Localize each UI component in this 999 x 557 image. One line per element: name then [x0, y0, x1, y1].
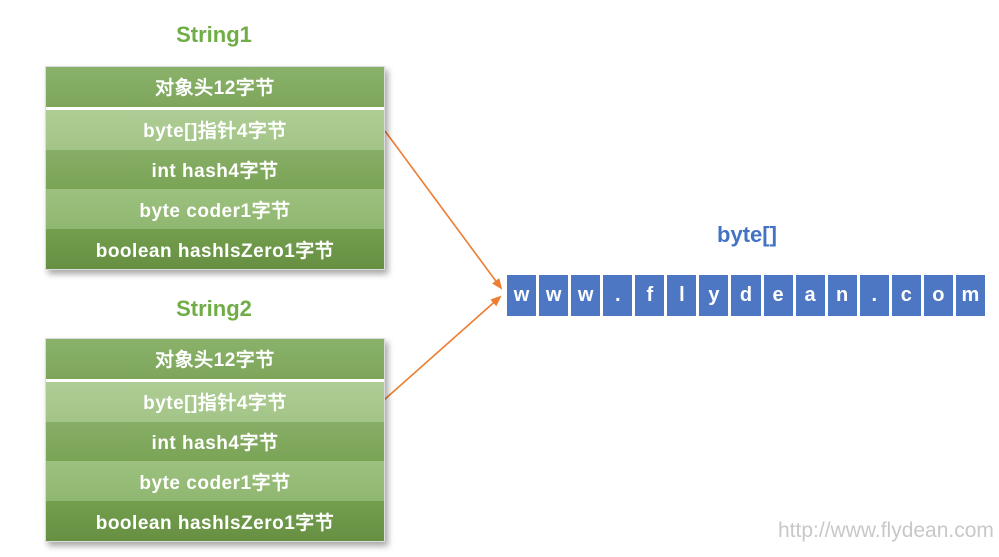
- byte-cell: y: [699, 275, 729, 316]
- byte-cell: .: [859, 275, 889, 316]
- string1-table: 对象头12字节 byte[]指针4字节 int hash4字节 byte cod…: [45, 66, 385, 270]
- string1-row-hashiszero: boolean hashIsZero1字节: [46, 229, 384, 269]
- byte-array: w w w . f l y d e a n . c o m: [507, 275, 985, 316]
- arrow-string1-to-byte-array: [384, 130, 503, 290]
- byte-cell: d: [731, 275, 761, 316]
- string1-row-byte-coder: byte coder1字节: [46, 189, 384, 230]
- string2-title: String2: [176, 296, 252, 321]
- string1-row-int-hash: int hash4字节: [46, 149, 384, 190]
- string2-row-byte-coder: byte coder1字节: [46, 461, 384, 502]
- byte-cell: w: [571, 275, 601, 316]
- string1-row-byte-pointer: byte[]指针4字节: [46, 109, 384, 150]
- byte-cell: f: [635, 275, 665, 316]
- watermark: http://www.flydean.com: [778, 519, 994, 542]
- string2-table: 对象头12字节 byte[]指针4字节 int hash4字节 byte cod…: [45, 338, 385, 542]
- byte-cell: m: [955, 275, 985, 316]
- byte-cell: w: [507, 275, 537, 316]
- string2-row-int-hash: int hash4字节: [46, 421, 384, 462]
- byte-array-title: byte[]: [717, 222, 777, 247]
- string2-row-object-header: 对象头12字节: [46, 339, 384, 382]
- byte-cell: l: [667, 275, 697, 316]
- arrow-string2-to-byte-array: [383, 295, 502, 401]
- byte-cell: c: [891, 275, 921, 316]
- string2-row-byte-pointer: byte[]指针4字节: [46, 381, 384, 422]
- string2-row-hashiszero: boolean hashIsZero1字节: [46, 501, 384, 541]
- byte-cell: o: [923, 275, 953, 316]
- byte-cell: a: [795, 275, 825, 316]
- byte-cell: n: [827, 275, 857, 316]
- string1-row-object-header: 对象头12字节: [46, 67, 384, 110]
- byte-cell: .: [603, 275, 633, 316]
- string1-title: String1: [176, 22, 252, 47]
- byte-cell: e: [763, 275, 793, 316]
- byte-cell: w: [539, 275, 569, 316]
